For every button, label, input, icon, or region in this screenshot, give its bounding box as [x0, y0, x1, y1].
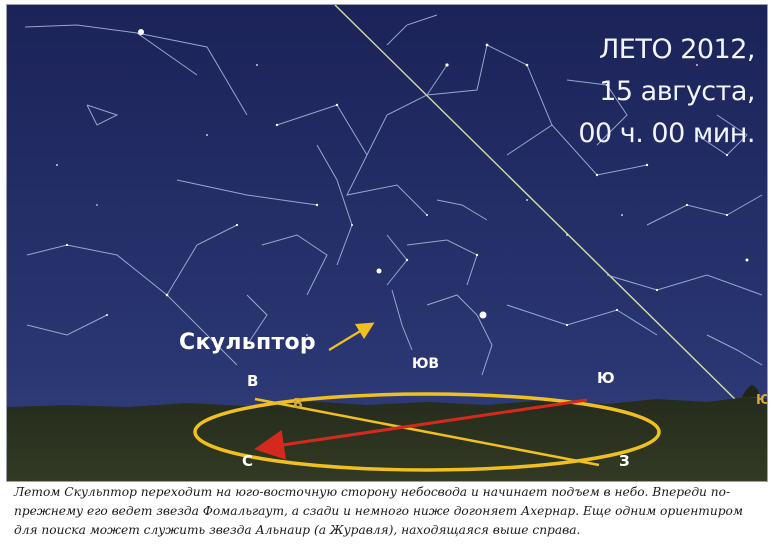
direction-north: С: [242, 452, 254, 470]
constellation-lines: [24, 14, 763, 376]
direction-edge: Ю: [756, 393, 767, 408]
constellation-label: Скульптор: [179, 330, 316, 355]
horizon-ellipse: [193, 392, 661, 472]
sky-map-frame: ЛЕТО 2012, 15 августа, 00 ч. 00 мин. Ску…: [6, 4, 768, 482]
sky-map: [7, 5, 767, 481]
constellation-pointer: [328, 322, 375, 351]
date-label: ЛЕТО 2012, 15 августа, 00 ч. 00 мин.: [535, 29, 755, 155]
date-line-time: 00 ч. 00 мин.: [578, 118, 755, 149]
figure-caption: Летом Скульптор переходит на юго-восточн…: [14, 485, 743, 537]
direction-east: В: [247, 372, 259, 390]
direction-south: Ю: [597, 369, 615, 387]
date-line-season: ЛЕТО 2012,: [599, 34, 756, 65]
stars: [56, 29, 749, 336]
direction-west: З: [619, 452, 630, 470]
east-west-line: [254, 397, 600, 467]
ecliptic-line: [334, 5, 746, 410]
date-line-day: 15 августа,: [599, 76, 755, 107]
south-north-arrow: [254, 398, 588, 460]
direction-east-faint: В: [293, 397, 303, 412]
tree-silhouette: [742, 385, 760, 397]
direction-southeast: ЮВ: [412, 356, 440, 372]
